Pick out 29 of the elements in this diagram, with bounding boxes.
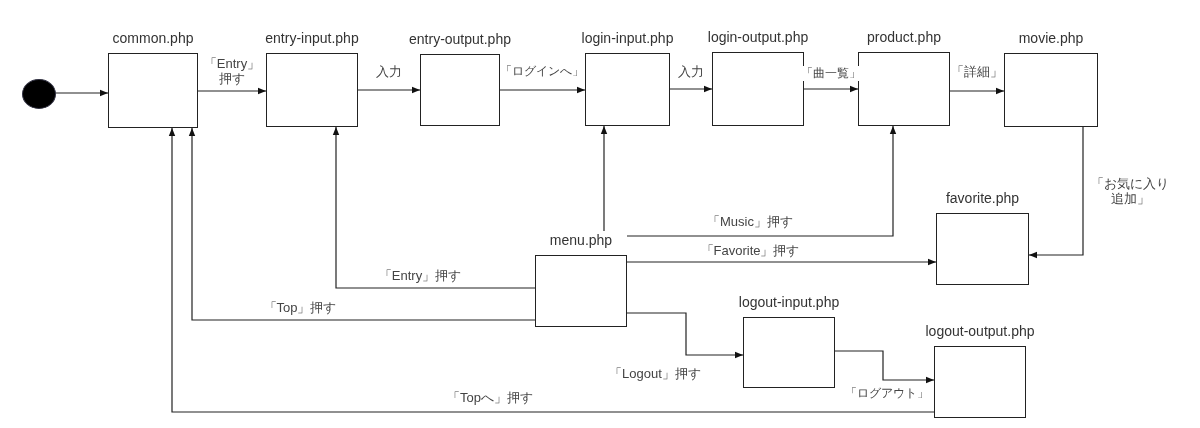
file-name-label: login-input.php	[581, 29, 674, 47]
arrow	[499, 86, 586, 94]
edge-label: 入力	[678, 64, 704, 79]
arrow	[600, 125, 608, 232]
arrow	[626, 125, 897, 237]
edge-label: 「曲一覧」	[801, 66, 861, 81]
file-name-label: entry-output.php	[409, 30, 511, 48]
arrow	[168, 127, 935, 413]
file-name-label: entry-input.php	[265, 29, 359, 47]
file-name-label: movie.php	[1018, 29, 1084, 47]
arrow	[626, 258, 937, 266]
arrow	[834, 350, 935, 384]
file-name-label: menu.php	[549, 231, 613, 249]
arrow	[626, 312, 744, 359]
arrow	[1028, 126, 1084, 259]
arrow	[803, 85, 859, 93]
arrow	[332, 126, 536, 289]
edge-label: 入力	[376, 64, 402, 79]
file-name-label: product.php	[867, 28, 941, 46]
arrow	[949, 87, 1005, 95]
file-name-label: favorite.php	[945, 189, 1020, 207]
arrow	[188, 127, 536, 321]
arrow	[197, 87, 267, 95]
file-name-label: common.php	[112, 29, 194, 47]
arrow	[669, 85, 713, 93]
arrow	[357, 86, 421, 94]
file-name-label: login-output.php	[707, 28, 809, 46]
file-name-label: logout-output.php	[925, 322, 1035, 340]
file-name-label: logout-input.php	[738, 293, 840, 311]
